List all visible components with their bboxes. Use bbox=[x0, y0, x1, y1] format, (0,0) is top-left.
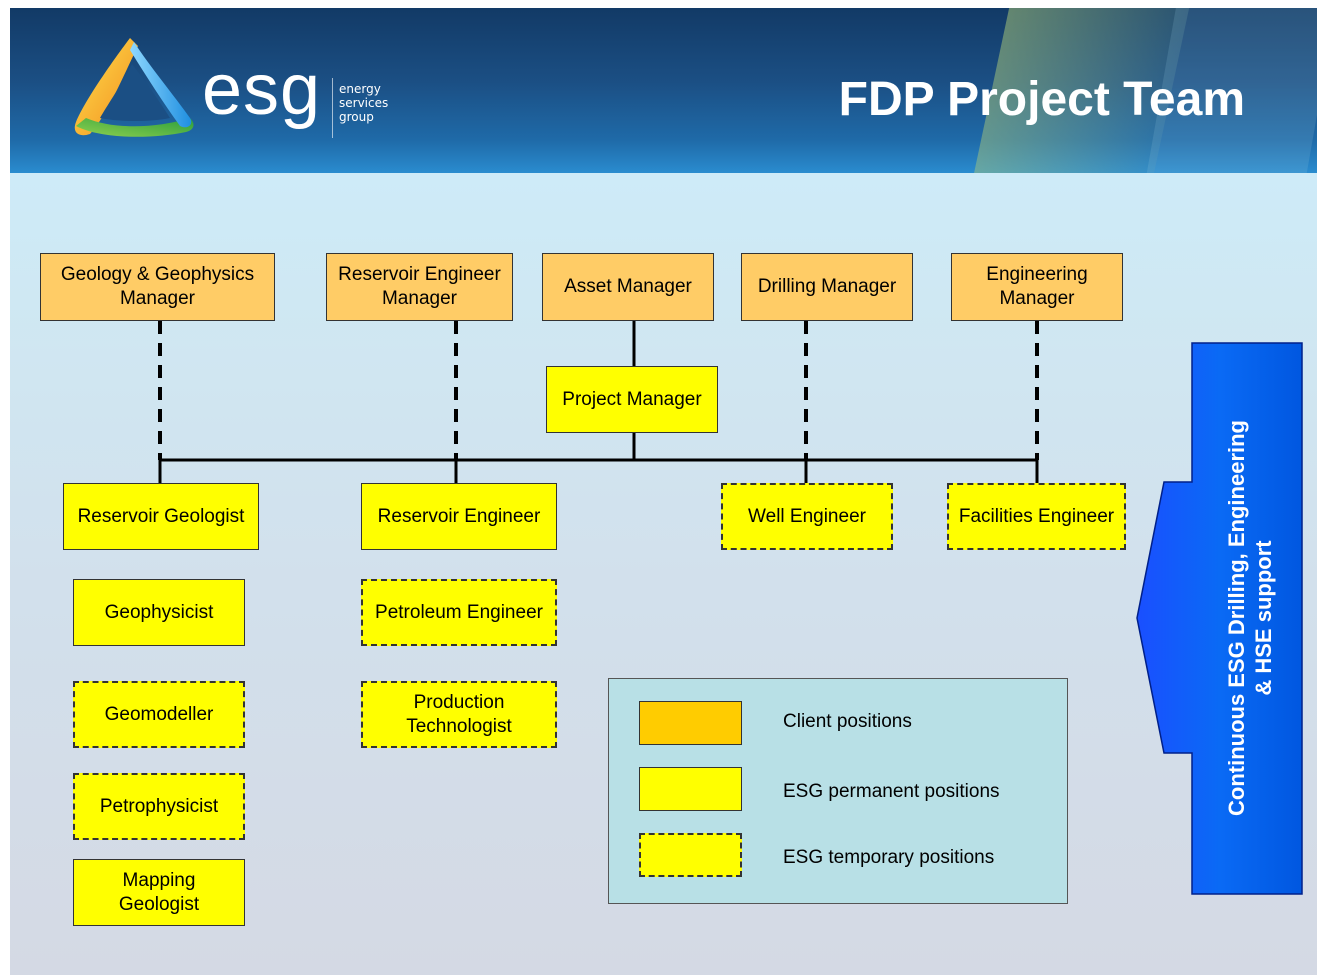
logo-tagline-line: services bbox=[339, 96, 389, 110]
reservoir-geologist-box: Reservoir Geologist bbox=[63, 483, 259, 550]
petroleum-engineer-box: Petroleum Engineer bbox=[361, 579, 557, 646]
well-engineer-box: Well Engineer bbox=[721, 483, 893, 550]
support-arrow-label: Continuous ESG Drilling, Engineering & H… bbox=[1200, 343, 1300, 893]
legend-label-client: Client positions bbox=[783, 711, 912, 732]
legend: Client positions ESG permanent positions… bbox=[608, 678, 1068, 904]
project-manager-box: Project Manager bbox=[546, 366, 718, 433]
reservoir-manager-box: Reservoir Engineer Manager bbox=[326, 253, 513, 321]
legend-label-temporary: ESG temporary positions bbox=[783, 847, 995, 868]
page-title: FDP Project Team bbox=[838, 73, 1245, 126]
org-chart-connectors bbox=[158, 321, 1039, 483]
logo-tagline-line: energy bbox=[339, 82, 381, 96]
legend-swatch-temporary bbox=[639, 833, 742, 877]
reservoir-engineer-box: Reservoir Engineer bbox=[361, 483, 557, 550]
drilling-manager-box: Drilling Manager bbox=[741, 253, 913, 321]
geomodeller-box: Geomodeller bbox=[73, 681, 245, 748]
legend-swatch-client bbox=[639, 701, 742, 745]
esg-logo-icon bbox=[74, 38, 194, 137]
logo-tagline: energy services group bbox=[339, 82, 388, 124]
slide: esg energy services group FDP Project Te… bbox=[10, 8, 1317, 975]
logo-tagline-line: group bbox=[339, 110, 374, 124]
asset-manager-box: Asset Manager bbox=[542, 253, 714, 321]
support-arrow-icon bbox=[1136, 342, 1303, 895]
gg-manager-box: Geology & Geophysics Manager bbox=[40, 253, 275, 321]
legend-label-permanent: ESG permanent positions bbox=[783, 781, 1000, 802]
petrophysicist-box: Petrophysicist bbox=[73, 773, 245, 840]
support-line-2: & HSE support bbox=[1251, 540, 1276, 696]
header-banner: esg energy services group FDP Project Te… bbox=[10, 8, 1317, 173]
mapping-geologist-box: Mapping Geologist bbox=[73, 859, 245, 926]
logo-wordmark: esg bbox=[202, 50, 322, 130]
geophysicist-box: Geophysicist bbox=[73, 579, 245, 646]
production-technologist-box: Production Technologist bbox=[361, 681, 557, 748]
legend-swatch-permanent bbox=[639, 767, 742, 811]
engineering-manager-box: Engineering Manager bbox=[951, 253, 1123, 321]
support-line-1: Continuous ESG Drilling, Engineering bbox=[1224, 420, 1249, 816]
logo-divider bbox=[332, 78, 333, 138]
facilities-engineer-box: Facilities Engineer bbox=[947, 483, 1126, 550]
